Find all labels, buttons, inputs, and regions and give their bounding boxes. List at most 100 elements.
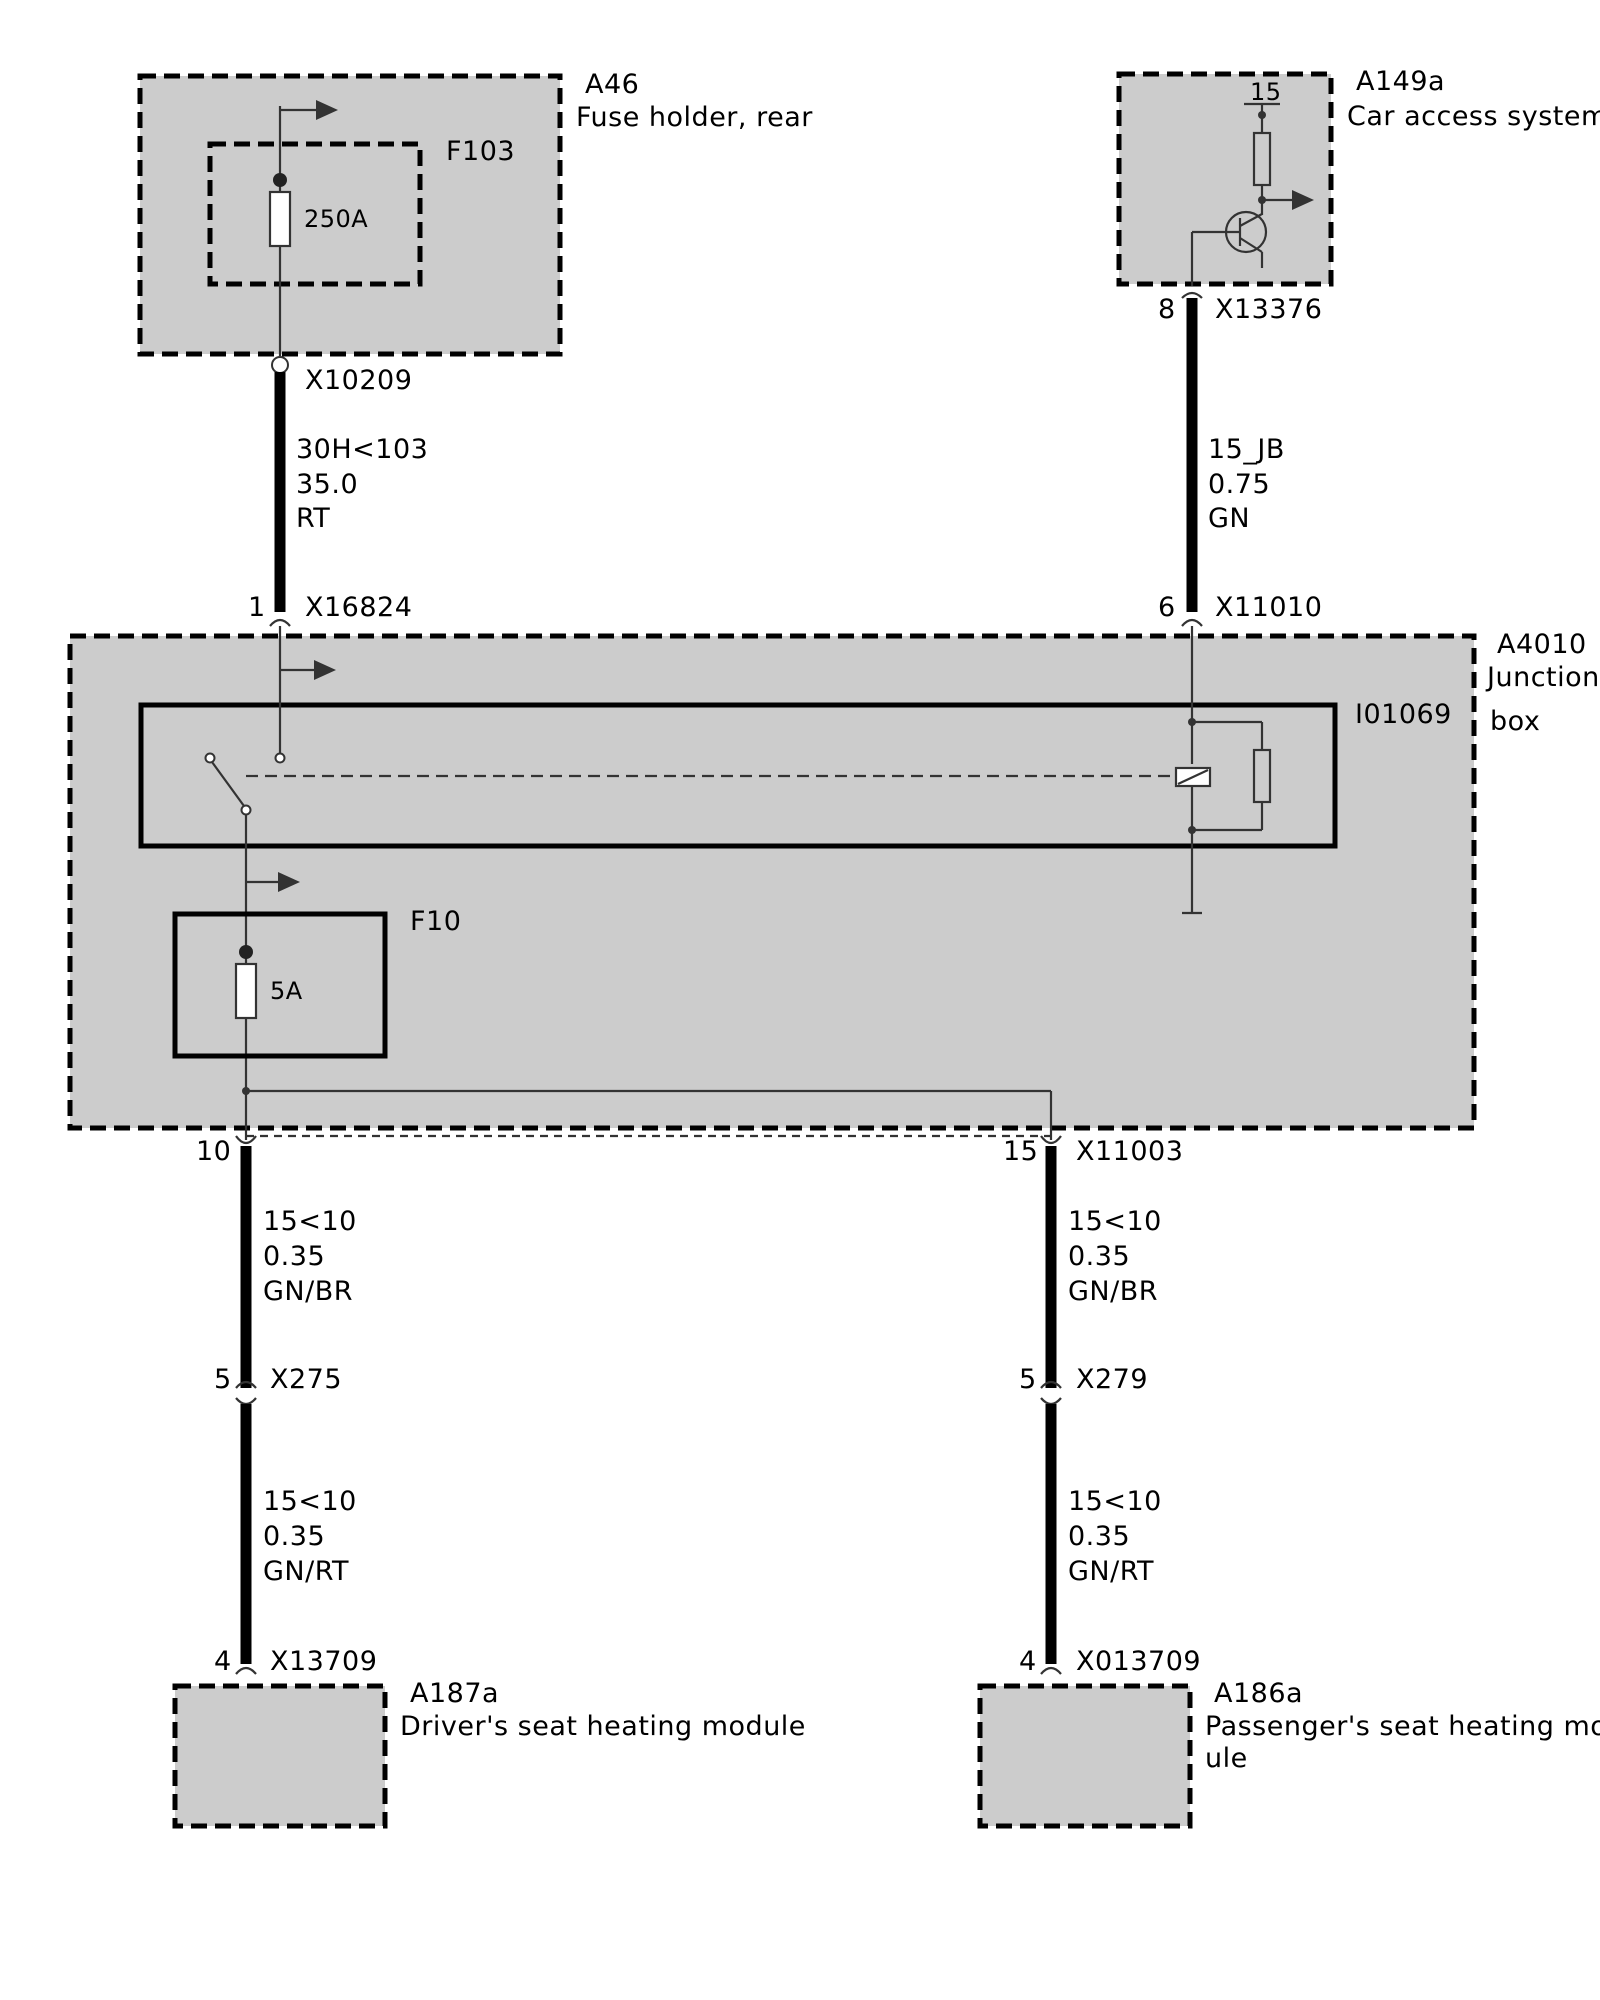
wire-30h-signal: 30H<103 bbox=[296, 434, 428, 465]
connector-x013709-icon bbox=[1040, 1666, 1062, 1675]
module-a4010-id: A4010 bbox=[1497, 629, 1587, 660]
connector-x013709-id: X013709 bbox=[1076, 1646, 1201, 1677]
junction-dot bbox=[273, 173, 287, 187]
module-a46[interactable] bbox=[137, 73, 563, 374]
connector-x16824-icon bbox=[269, 618, 291, 627]
branch-arrow-icon bbox=[278, 872, 300, 892]
wire-30h-gauge: 35.0 bbox=[296, 469, 358, 500]
module-a187a[interactable] bbox=[172, 1683, 388, 1829]
connector-x275-icon bbox=[235, 1380, 257, 1389]
connector-x13376-id: X13376 bbox=[1215, 294, 1322, 325]
wire-right-lower-gauge: 0.35 bbox=[1068, 1521, 1130, 1552]
wire-15jb-signal: 15_JB bbox=[1208, 434, 1285, 465]
fuse-f103-icon[interactable] bbox=[268, 190, 292, 248]
relay-coil-slash bbox=[1177, 769, 1209, 785]
module-a46-id: A46 bbox=[585, 69, 639, 100]
wire-left-lower-gauge: 0.35 bbox=[263, 1521, 325, 1552]
connector-x279-pin: 5 bbox=[1019, 1364, 1037, 1395]
module-a186a[interactable] bbox=[977, 1683, 1193, 1829]
wire-right-upper[interactable] bbox=[1040, 1146, 1062, 1389]
connector-x013709-pin: 4 bbox=[1019, 1646, 1037, 1677]
connector-x11003-icon-left bbox=[235, 1135, 257, 1145]
terminal-15-label: 15 bbox=[1250, 78, 1282, 106]
fuse-f10-box bbox=[172, 911, 388, 1059]
fuse-f10-id: F10 bbox=[410, 906, 461, 937]
connector-x13709-icon bbox=[235, 1666, 257, 1675]
module-a4010[interactable] bbox=[67, 618, 1477, 1145]
wire-15jb-gauge: 0.75 bbox=[1208, 469, 1270, 500]
connector-x10209-icon bbox=[271, 356, 289, 374]
wire-right-lower-signal: 15<10 bbox=[1068, 1486, 1162, 1517]
wire-left-lower-color: GN/RT bbox=[263, 1556, 349, 1587]
connector-x11010-icon bbox=[1181, 618, 1203, 627]
module-a187a-box bbox=[172, 1683, 388, 1829]
connector-x13709-id: X13709 bbox=[270, 1646, 377, 1677]
fuse-f103-id: F103 bbox=[446, 136, 515, 167]
connector-x11010-pin: 6 bbox=[1158, 592, 1176, 623]
wire-right-upper-signal: 15<10 bbox=[1068, 1206, 1162, 1237]
connector-x279-id: X279 bbox=[1076, 1364, 1148, 1395]
transistor-collector bbox=[1239, 213, 1263, 227]
connector-x16824-id: X16824 bbox=[305, 592, 412, 623]
connector-x275-icon-b bbox=[235, 1397, 257, 1406]
fuse-f103-rating: 250A bbox=[304, 205, 368, 233]
module-a186a-name-1: Passenger's seat heating mod- bbox=[1205, 1711, 1600, 1742]
connector-x11003-icon-right bbox=[1040, 1135, 1062, 1145]
wire-30h-color: RT bbox=[296, 503, 330, 534]
relay-switch-blade bbox=[211, 761, 245, 807]
connector-x11003-id: X11003 bbox=[1076, 1136, 1183, 1167]
connector-x279-icon-b bbox=[1040, 1397, 1062, 1406]
fuse-f103-box bbox=[207, 141, 423, 287]
fuse-f10-icon[interactable] bbox=[234, 962, 258, 1020]
relay-i01069-box bbox=[138, 702, 1338, 849]
wire-left-upper-color: GN/BR bbox=[263, 1276, 353, 1307]
branch-arrow-icon bbox=[316, 100, 338, 120]
relay-contact-open bbox=[204, 752, 216, 764]
connector-x11010-id: X11010 bbox=[1215, 592, 1322, 623]
wire-right-lower-color: GN/RT bbox=[1068, 1556, 1154, 1587]
wire-left-upper-gauge: 0.35 bbox=[263, 1241, 325, 1272]
module-a4010-name-2: box bbox=[1490, 706, 1540, 737]
connector-x13709-pin: 4 bbox=[214, 1646, 232, 1677]
module-a4010-box bbox=[67, 633, 1477, 1131]
wire-right-upper-gauge: 0.35 bbox=[1068, 1241, 1130, 1272]
module-a46-name: Fuse holder, rear bbox=[576, 102, 813, 133]
connector-x11003-pin-right: 15 bbox=[1003, 1136, 1038, 1167]
module-a186a-name-2: ule bbox=[1205, 1743, 1248, 1774]
connector-x13376-pin: 8 bbox=[1158, 294, 1176, 325]
module-a149a[interactable] bbox=[1116, 71, 1334, 287]
module-a186a-id: A186a bbox=[1214, 1678, 1303, 1709]
module-a4010-name-1: Junction bbox=[1485, 662, 1600, 693]
module-a186a-box bbox=[977, 1683, 1193, 1829]
connector-x13376-icon bbox=[1181, 291, 1203, 299]
wire-left-lower-signal: 15<10 bbox=[263, 1486, 357, 1517]
transistor-emitter bbox=[1239, 237, 1263, 253]
junction-dot bbox=[1258, 111, 1266, 119]
module-a149a-id: A149a bbox=[1356, 66, 1445, 97]
wire-15jb[interactable] bbox=[1181, 291, 1203, 612]
connector-x11003-pin-left: 10 bbox=[196, 1136, 231, 1167]
wire-right-lower[interactable] bbox=[1040, 1397, 1062, 1675]
wire-15jb-color: GN bbox=[1208, 503, 1250, 534]
connector-x279-icon bbox=[1040, 1380, 1062, 1389]
branch-arrow-icon bbox=[314, 660, 336, 680]
wire-left-lower[interactable] bbox=[235, 1397, 257, 1675]
connector-x10209-id: X10209 bbox=[305, 365, 412, 396]
relay-contact-common bbox=[240, 804, 252, 816]
branch-arrow-icon bbox=[1292, 190, 1314, 210]
module-a149a-name: Car access system bbox=[1347, 101, 1600, 132]
relay-i01069-id: I01069 bbox=[1355, 699, 1452, 730]
connector-x16824-pin: 1 bbox=[248, 592, 266, 623]
junction-dot bbox=[239, 945, 253, 959]
module-a187a-name: Driver's seat heating module bbox=[400, 1711, 806, 1742]
module-a149a-box bbox=[1116, 71, 1334, 287]
wire-right-upper-color: GN/BR bbox=[1068, 1276, 1158, 1307]
wire-left-upper-signal: 15<10 bbox=[263, 1206, 357, 1237]
fuse-f10-rating: 5A bbox=[270, 977, 303, 1005]
module-a187a-id: A187a bbox=[410, 1678, 499, 1709]
connector-x275-id: X275 bbox=[270, 1364, 342, 1395]
relay-contact-fixed bbox=[274, 752, 286, 764]
wire-left-upper[interactable] bbox=[235, 1146, 257, 1389]
connector-x275-pin: 5 bbox=[214, 1364, 232, 1395]
